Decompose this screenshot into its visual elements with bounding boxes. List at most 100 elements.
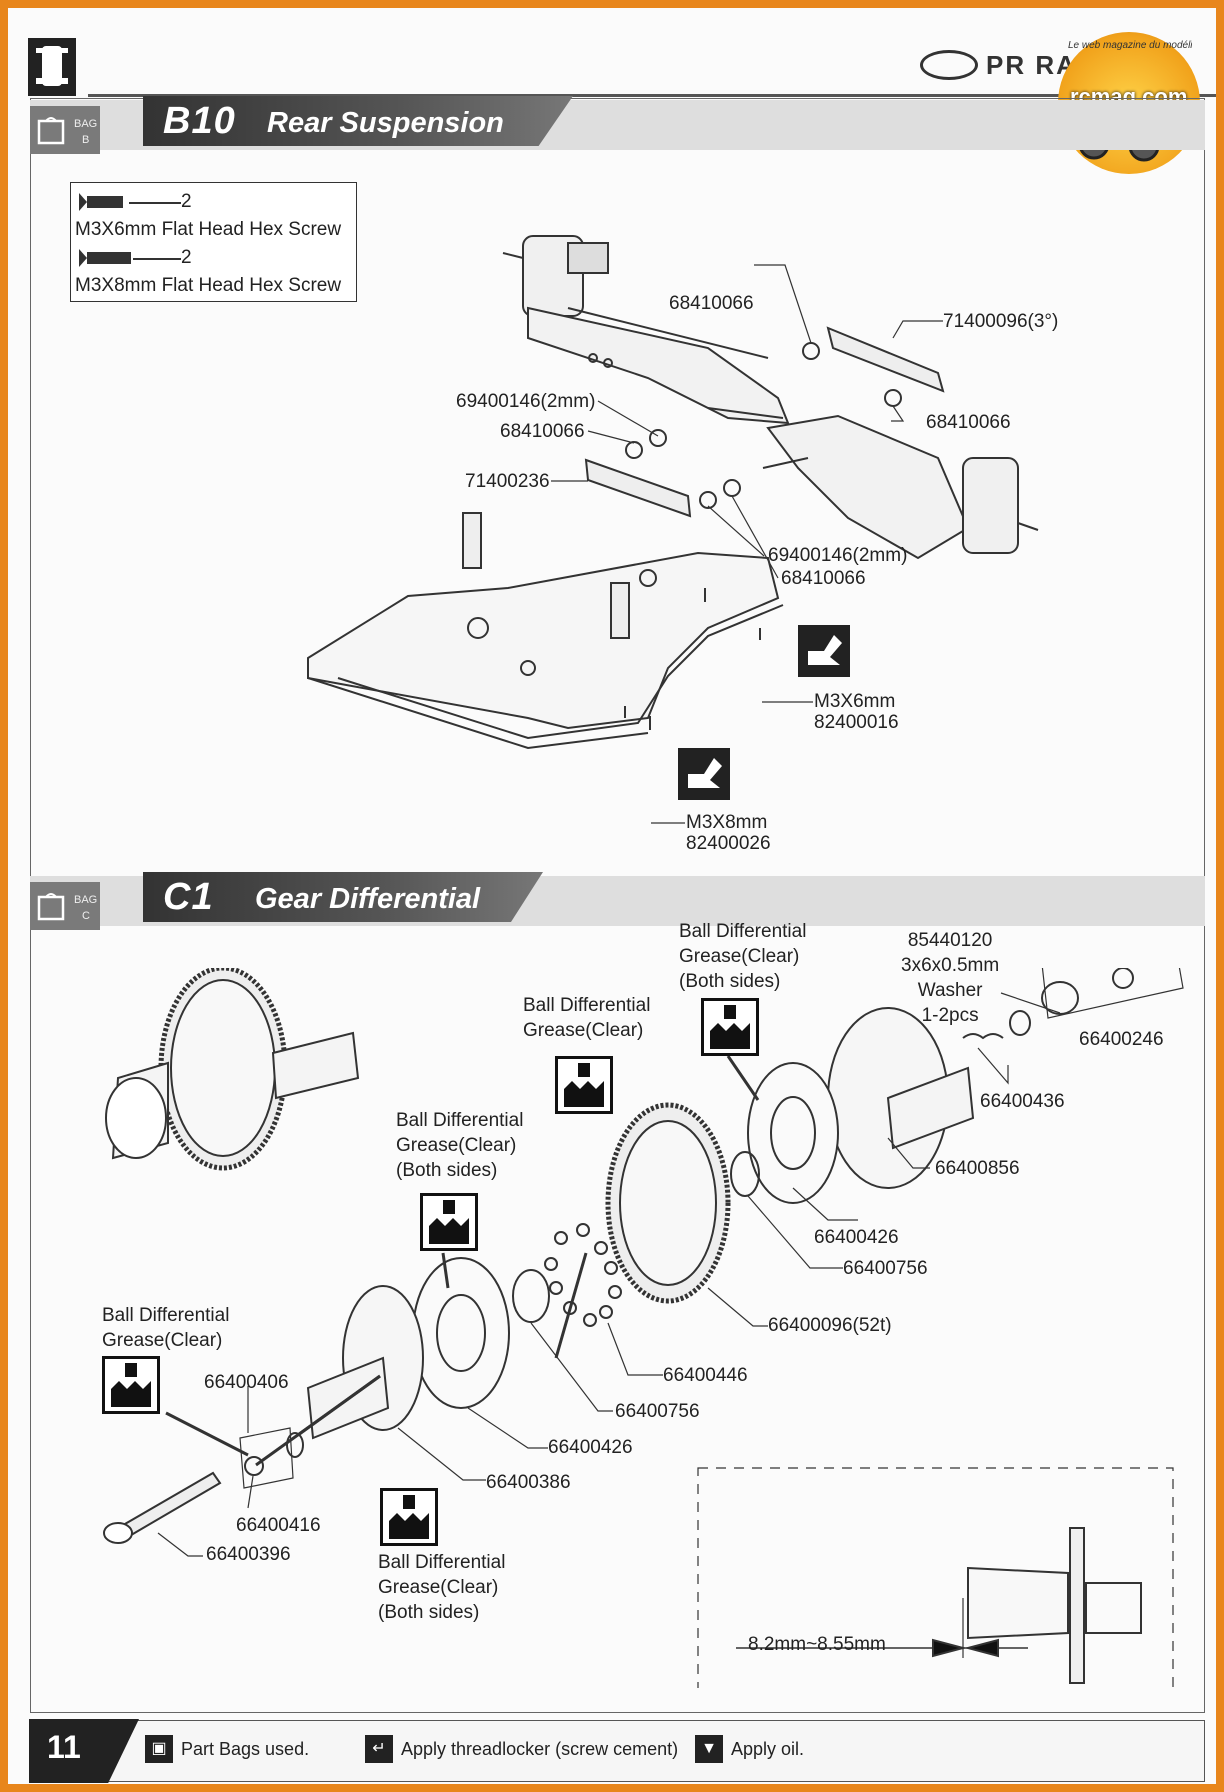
grease-label-4: Ball Differential Grease(Clear) xyxy=(102,1303,229,1353)
grease-line: Ball Differential xyxy=(102,1305,230,1326)
grease-icon xyxy=(380,1488,438,1546)
leader-line xyxy=(707,505,765,557)
bushing-icon xyxy=(625,441,643,459)
bag-icon: ▣ xyxy=(145,1735,173,1763)
screw-name-2: M3X8mm Flat Head Hex Screw xyxy=(75,275,342,296)
screw-qty-2: 2 xyxy=(181,247,192,268)
b10-step-code: B10 xyxy=(163,100,236,142)
b10-bag-badge: BAG B xyxy=(30,106,100,154)
ball-ring xyxy=(544,1223,622,1327)
part-label: 66400756 xyxy=(615,1401,700,1422)
grease-label-1: Ball Differential Grease(Clear) (Both si… xyxy=(679,919,806,994)
diff-screw xyxy=(116,1471,222,1540)
washer-line: 3x6x0.5mm xyxy=(901,955,1000,976)
grease-line: Ball Differential xyxy=(679,921,807,942)
part-label: 68410066 xyxy=(669,293,754,314)
screw-size-label: M3X8mm xyxy=(686,812,768,833)
screw-size-label: M3X6mm xyxy=(814,691,896,712)
screw-part-label: 82400026 xyxy=(686,833,771,854)
legend-threadlocker: ↵ Apply threadlocker (screw cement) xyxy=(365,1735,678,1763)
c1-bag-label: BAG xyxy=(74,894,98,906)
measurement-detail-box xyxy=(697,1467,1174,1688)
left-rear-hub-and-arm xyxy=(502,235,790,425)
b10-bag-label: BAG xyxy=(74,118,98,130)
grease-line: Ball Differential xyxy=(396,1110,524,1131)
leader-line xyxy=(891,405,905,422)
threadlocker-icon xyxy=(678,748,730,800)
grease-line: Grease(Clear) xyxy=(679,946,800,967)
b10-title-bar: B10 Rear Suspension xyxy=(143,96,573,146)
outdrive-detail xyxy=(962,1527,1142,1684)
bushing-icon xyxy=(802,342,820,360)
c1-bag-badge: BAG C xyxy=(30,882,100,930)
part-label: 66400396 xyxy=(206,1544,291,1565)
legend-threadlocker-text: Apply threadlocker (screw cement) xyxy=(401,1738,679,1759)
grease-label-5: Ball Differential Grease(Clear) (Both si… xyxy=(378,1550,505,1625)
grease-icon xyxy=(555,1056,613,1114)
c1-step-code: C1 xyxy=(163,876,214,918)
part-label: 66400416 xyxy=(236,1515,321,1536)
part-label: 66400426 xyxy=(814,1227,899,1248)
grease-icon xyxy=(701,998,759,1056)
flat-head-screw-icon xyxy=(79,249,131,267)
legend-part-bags-text: Part Bags used. xyxy=(181,1738,310,1759)
part-label: 66400756 xyxy=(843,1258,928,1279)
screw-leader-2 xyxy=(133,258,181,260)
leader-line xyxy=(754,264,812,344)
part-label: 66400856 xyxy=(935,1158,1020,1179)
grease-line: (Both sides) xyxy=(378,1602,480,1623)
grease-label-2: Ball Differential Grease(Clear) xyxy=(523,993,650,1043)
grease-line: Grease(Clear) xyxy=(396,1135,517,1156)
grease-pointer-lines xyxy=(165,1055,760,1467)
grease-line: (Both sides) xyxy=(396,1160,498,1181)
bag-icon xyxy=(37,117,65,145)
grease-icon xyxy=(102,1356,160,1414)
screw-qty-1: 2 xyxy=(181,191,192,212)
grease-line: Grease(Clear) xyxy=(102,1330,223,1351)
page-number: 11 xyxy=(47,1729,81,1765)
bushing-icon xyxy=(884,389,902,407)
part-label: 71400236 xyxy=(465,471,550,492)
measurement-label: 8.2mm~8.55mm xyxy=(748,1634,886,1655)
dimension-arrow-left xyxy=(932,1638,967,1658)
screw-name-1: M3X6mm Flat Head Hex Screw xyxy=(75,219,342,240)
part-label: 66400446 xyxy=(663,1365,748,1386)
diff-thrust-pad-box xyxy=(239,1427,294,1489)
rear-toe-block-3deg xyxy=(826,326,945,393)
part-label: 68410066 xyxy=(781,568,866,589)
threadlocker-icon xyxy=(798,625,850,677)
grease-line: Grease(Clear) xyxy=(523,1020,644,1041)
brand-emblem-icon xyxy=(920,50,978,80)
page-footer: 11 ▣ Part Bags used. ↵ Apply threadlocke… xyxy=(29,1719,1205,1783)
grease-line: Ball Differential xyxy=(523,995,651,1016)
chassis-screws xyxy=(624,588,761,730)
part-label: 66400426 xyxy=(548,1437,633,1458)
part-label: 68410066 xyxy=(926,412,1011,433)
grease-line: Grease(Clear) xyxy=(378,1577,499,1598)
oil-icon: ▼ xyxy=(695,1735,723,1763)
car-icon-badge xyxy=(28,38,76,96)
grease-label-3: Ball Differential Grease(Clear) (Both si… xyxy=(396,1108,523,1183)
rear-toe-block-71400236 xyxy=(584,458,692,518)
leader-line xyxy=(587,430,635,444)
part-label: 66400406 xyxy=(204,1372,289,1393)
grease-line: (Both sides) xyxy=(679,971,781,992)
screw-part-label: 82400016 xyxy=(814,712,899,733)
threadlocker-icon: ↵ xyxy=(365,1735,393,1763)
part-label: 66400246 xyxy=(1079,1029,1164,1050)
bushing-icon xyxy=(723,479,741,497)
washer-label: 85440120 3x6x0.5mm Washer 1-2pcs xyxy=(901,928,999,1028)
b10-screw-box: 2 M3X6mm Flat Head Hex Screw 2 M3X8mm Fl… xyxy=(70,182,357,302)
flat-head-screw-icon xyxy=(79,193,123,211)
legend-oil: ▼ Apply oil. xyxy=(695,1735,804,1763)
gear-differential-diagram xyxy=(103,968,1184,1688)
washer-line: 1-2pcs xyxy=(921,1005,979,1026)
b10-section-title: Rear Suspension xyxy=(267,107,504,139)
page-number-tab: 11 xyxy=(29,1719,139,1783)
part-label: 66400436 xyxy=(980,1091,1065,1112)
c1-section-title: Gear Differential xyxy=(255,883,481,915)
part-label: 66400096(52t) xyxy=(768,1315,892,1336)
washer-line: Washer xyxy=(917,980,983,1001)
part-label: 66400386 xyxy=(486,1472,571,1493)
part-leader-lines xyxy=(157,992,1061,1557)
